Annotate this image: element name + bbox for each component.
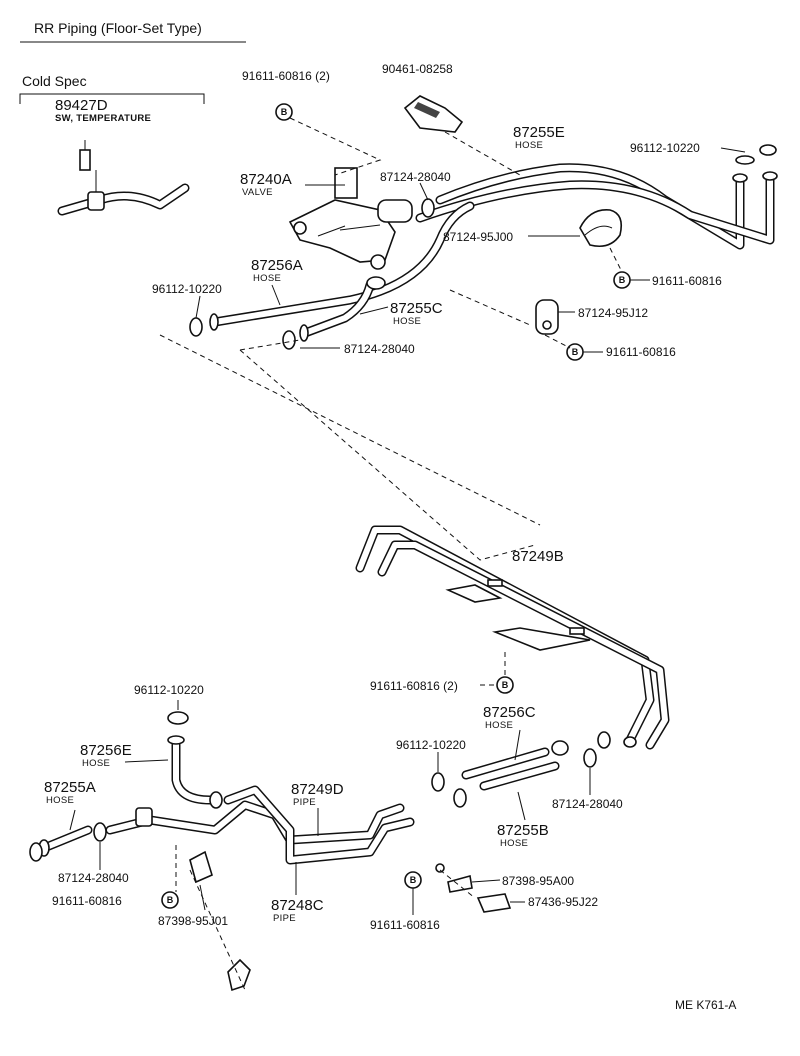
label-87255A-sub: HOSE (46, 795, 74, 806)
label-87256C-sub: HOSE (485, 720, 513, 731)
mid-leader-lines (480, 652, 506, 686)
clamp-lower-drawings (29, 711, 597, 992)
footer-code: ME K761-A (675, 998, 736, 1012)
svg-text:B: B (572, 347, 579, 357)
pipe-87249D-87248C-drawing (105, 785, 415, 865)
hose-87256E-drawing (167, 735, 215, 805)
label-91611-60816-bl: 91611-60816 (52, 894, 122, 908)
label-87124-28040-mid: 87124-28040 (344, 342, 415, 356)
diagram-title: RR Piping (Floor-Set Type) (34, 20, 202, 36)
hose-87255C-drawing (299, 280, 375, 342)
bolt-marker-mid: B (496, 676, 514, 694)
label-87255A: 87255A (44, 779, 96, 796)
svg-text:B: B (410, 875, 417, 885)
label-96112-10220-tr: 96112-10220 (630, 141, 700, 155)
cold-spec-heading: Cold Spec (22, 73, 87, 89)
cold-spec-part-name: SW, TEMPERATURE (55, 113, 151, 124)
label-87249D: 87249D (291, 781, 344, 798)
label-87124-95J12: 87124-95J12 (578, 306, 648, 320)
label-87256E: 87256E (80, 742, 132, 759)
label-87240A-sub: VALVE (242, 187, 273, 198)
label-87255B-sub: HOSE (500, 838, 528, 849)
label-87398-95J01: 87398-95J01 (158, 914, 228, 928)
svg-text:B: B (167, 895, 174, 905)
label-87124-28040-top: 87124-28040 (380, 170, 451, 184)
hose-87256A-drawing (209, 201, 475, 331)
label-87255E: 87255E (513, 124, 565, 141)
valve-87240A-drawing (288, 167, 413, 270)
cold-spec-part-number: 89427D (55, 97, 108, 114)
label-87256A-sub: HOSE (253, 273, 281, 284)
hose-87256C-drawing (461, 747, 550, 780)
label-91611-60816-2-mid: 91611-60816 (2) (370, 679, 458, 693)
label-87124-95J00: 87124-95J00 (443, 230, 513, 244)
bolt-marker-upper-3: B (566, 343, 584, 361)
label-90461-08258: 90461-08258 (382, 62, 453, 76)
label-87255B: 87255B (497, 822, 549, 839)
label-87240A: 87240A (240, 171, 292, 188)
pipe-87249B-drawing (355, 525, 670, 750)
label-87124-28040-bl: 87124-28040 (58, 871, 129, 885)
label-96112-10220-left: 96112-10220 (152, 282, 222, 296)
clamp-87124-95J12-drawing (535, 299, 559, 335)
clamp-87124-95J00-drawing (579, 209, 623, 248)
label-91611-60816-right1: 91611-60816 (652, 274, 722, 288)
label-96112-10220-bm: 96112-10220 (396, 738, 466, 752)
cold-spec-bracket (19, 93, 205, 104)
label-87398-95A00: 87398-95A00 (502, 874, 574, 888)
bolt-marker-lower-2: B (404, 871, 422, 889)
label-91611-60816-bm: 91611-60816 (370, 918, 440, 932)
label-96112-10220-bl: 96112-10220 (134, 683, 204, 697)
label-87255E-sub: HOSE (515, 140, 543, 151)
upper-leader-lines (159, 117, 746, 561)
bolt-marker-lower-1: B (161, 891, 179, 909)
label-87436-95J22: 87436-95J22 (528, 895, 598, 909)
label-87256C: 87256C (483, 704, 536, 721)
bracket-90461-08258-drawing (403, 95, 464, 133)
hose-87255A-drawing (38, 825, 93, 857)
bolt-marker-upper-2: B (613, 271, 631, 289)
label-91611-60816-right2: 91611-60816 (606, 345, 676, 359)
svg-text:B: B (619, 275, 626, 285)
lower-leader-lines (69, 700, 591, 991)
label-87256E-sub: HOSE (82, 758, 110, 769)
label-87248C: 87248C (271, 897, 324, 914)
label-87124-28040-br: 87124-28040 (552, 797, 623, 811)
label-87248C-sub: PIPE (273, 913, 296, 924)
label-87249B: 87249B (512, 548, 564, 565)
label-87255C: 87255C (390, 300, 443, 317)
label-87256A: 87256A (251, 257, 303, 274)
label-91611-60816-2-top: 91611-60816 (2) (242, 69, 330, 83)
bolt-marker-upper-1: B (275, 103, 293, 121)
svg-text:B: B (281, 107, 288, 117)
svg-text:B: B (502, 680, 509, 690)
label-87249D-sub: PIPE (293, 797, 316, 808)
label-87255C-sub: HOSE (393, 316, 421, 327)
temperature-switch-part (57, 140, 190, 216)
hose-87255B-drawing (479, 761, 560, 791)
